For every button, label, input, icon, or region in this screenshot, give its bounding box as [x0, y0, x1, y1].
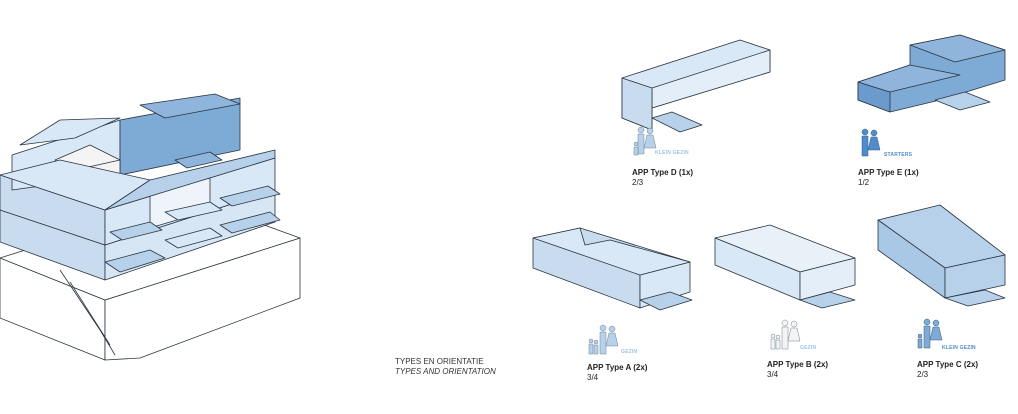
family-icon-c: [917, 318, 943, 349]
section-title-nl: TYPES EN ORIENTATIE: [395, 357, 484, 366]
unit-e-model: [857, 34, 1006, 113]
family-icon-d: [633, 126, 657, 156]
unit-b-ratio: 3/4: [767, 370, 779, 379]
unit-b-label: APP Type B (2x)3/4: [767, 360, 828, 380]
unit-e-label: APP Type E (1x)1/2: [858, 168, 919, 188]
unit-c-model: [877, 204, 1006, 307]
unit-b-model: [714, 224, 856, 309]
unit-c-name: APP Type C (2x): [917, 360, 979, 369]
unit-a-name: APP Type A (2x): [587, 363, 648, 372]
section-title-en: TYPES AND ORIENTATION: [395, 367, 496, 376]
unit-b-name: APP Type B (2x): [767, 360, 829, 369]
household-tag-c: KLEIN GEZIN: [942, 345, 976, 351]
unit-e-name: APP Type E (1x): [858, 168, 919, 177]
building-massing: [0, 93, 301, 361]
unit-a-ratio: 3/4: [587, 373, 599, 382]
section-title: TYPES EN ORIENTATIE TYPES AND ORIENTATIO…: [395, 357, 496, 377]
unit-c-ratio: 2/3: [917, 370, 929, 379]
household-tag-a: GEZIN: [621, 349, 638, 355]
family-icon-a: [588, 324, 619, 355]
unit-e-ratio: 1/2: [858, 178, 870, 187]
unit-d-label: APP Type D (1x)2/3: [632, 168, 693, 188]
unit-d-model: [621, 39, 771, 133]
family-icon-b: [770, 319, 801, 350]
unit-a-label: APP Type A (2x)3/4: [587, 363, 647, 383]
household-tag-b: GEZIN: [800, 345, 817, 351]
couple-icon-e: [861, 128, 881, 157]
unit-c-label: APP Type C (2x)2/3: [917, 360, 978, 380]
household-tag-e: STARTERS: [884, 152, 913, 158]
household-tag-d: KLEIN GEZIN: [655, 150, 689, 156]
unit-d-name: APP Type D (1x): [632, 168, 694, 177]
unit-d-ratio: 2/3: [632, 178, 644, 187]
unit-a-model: [532, 227, 693, 311]
